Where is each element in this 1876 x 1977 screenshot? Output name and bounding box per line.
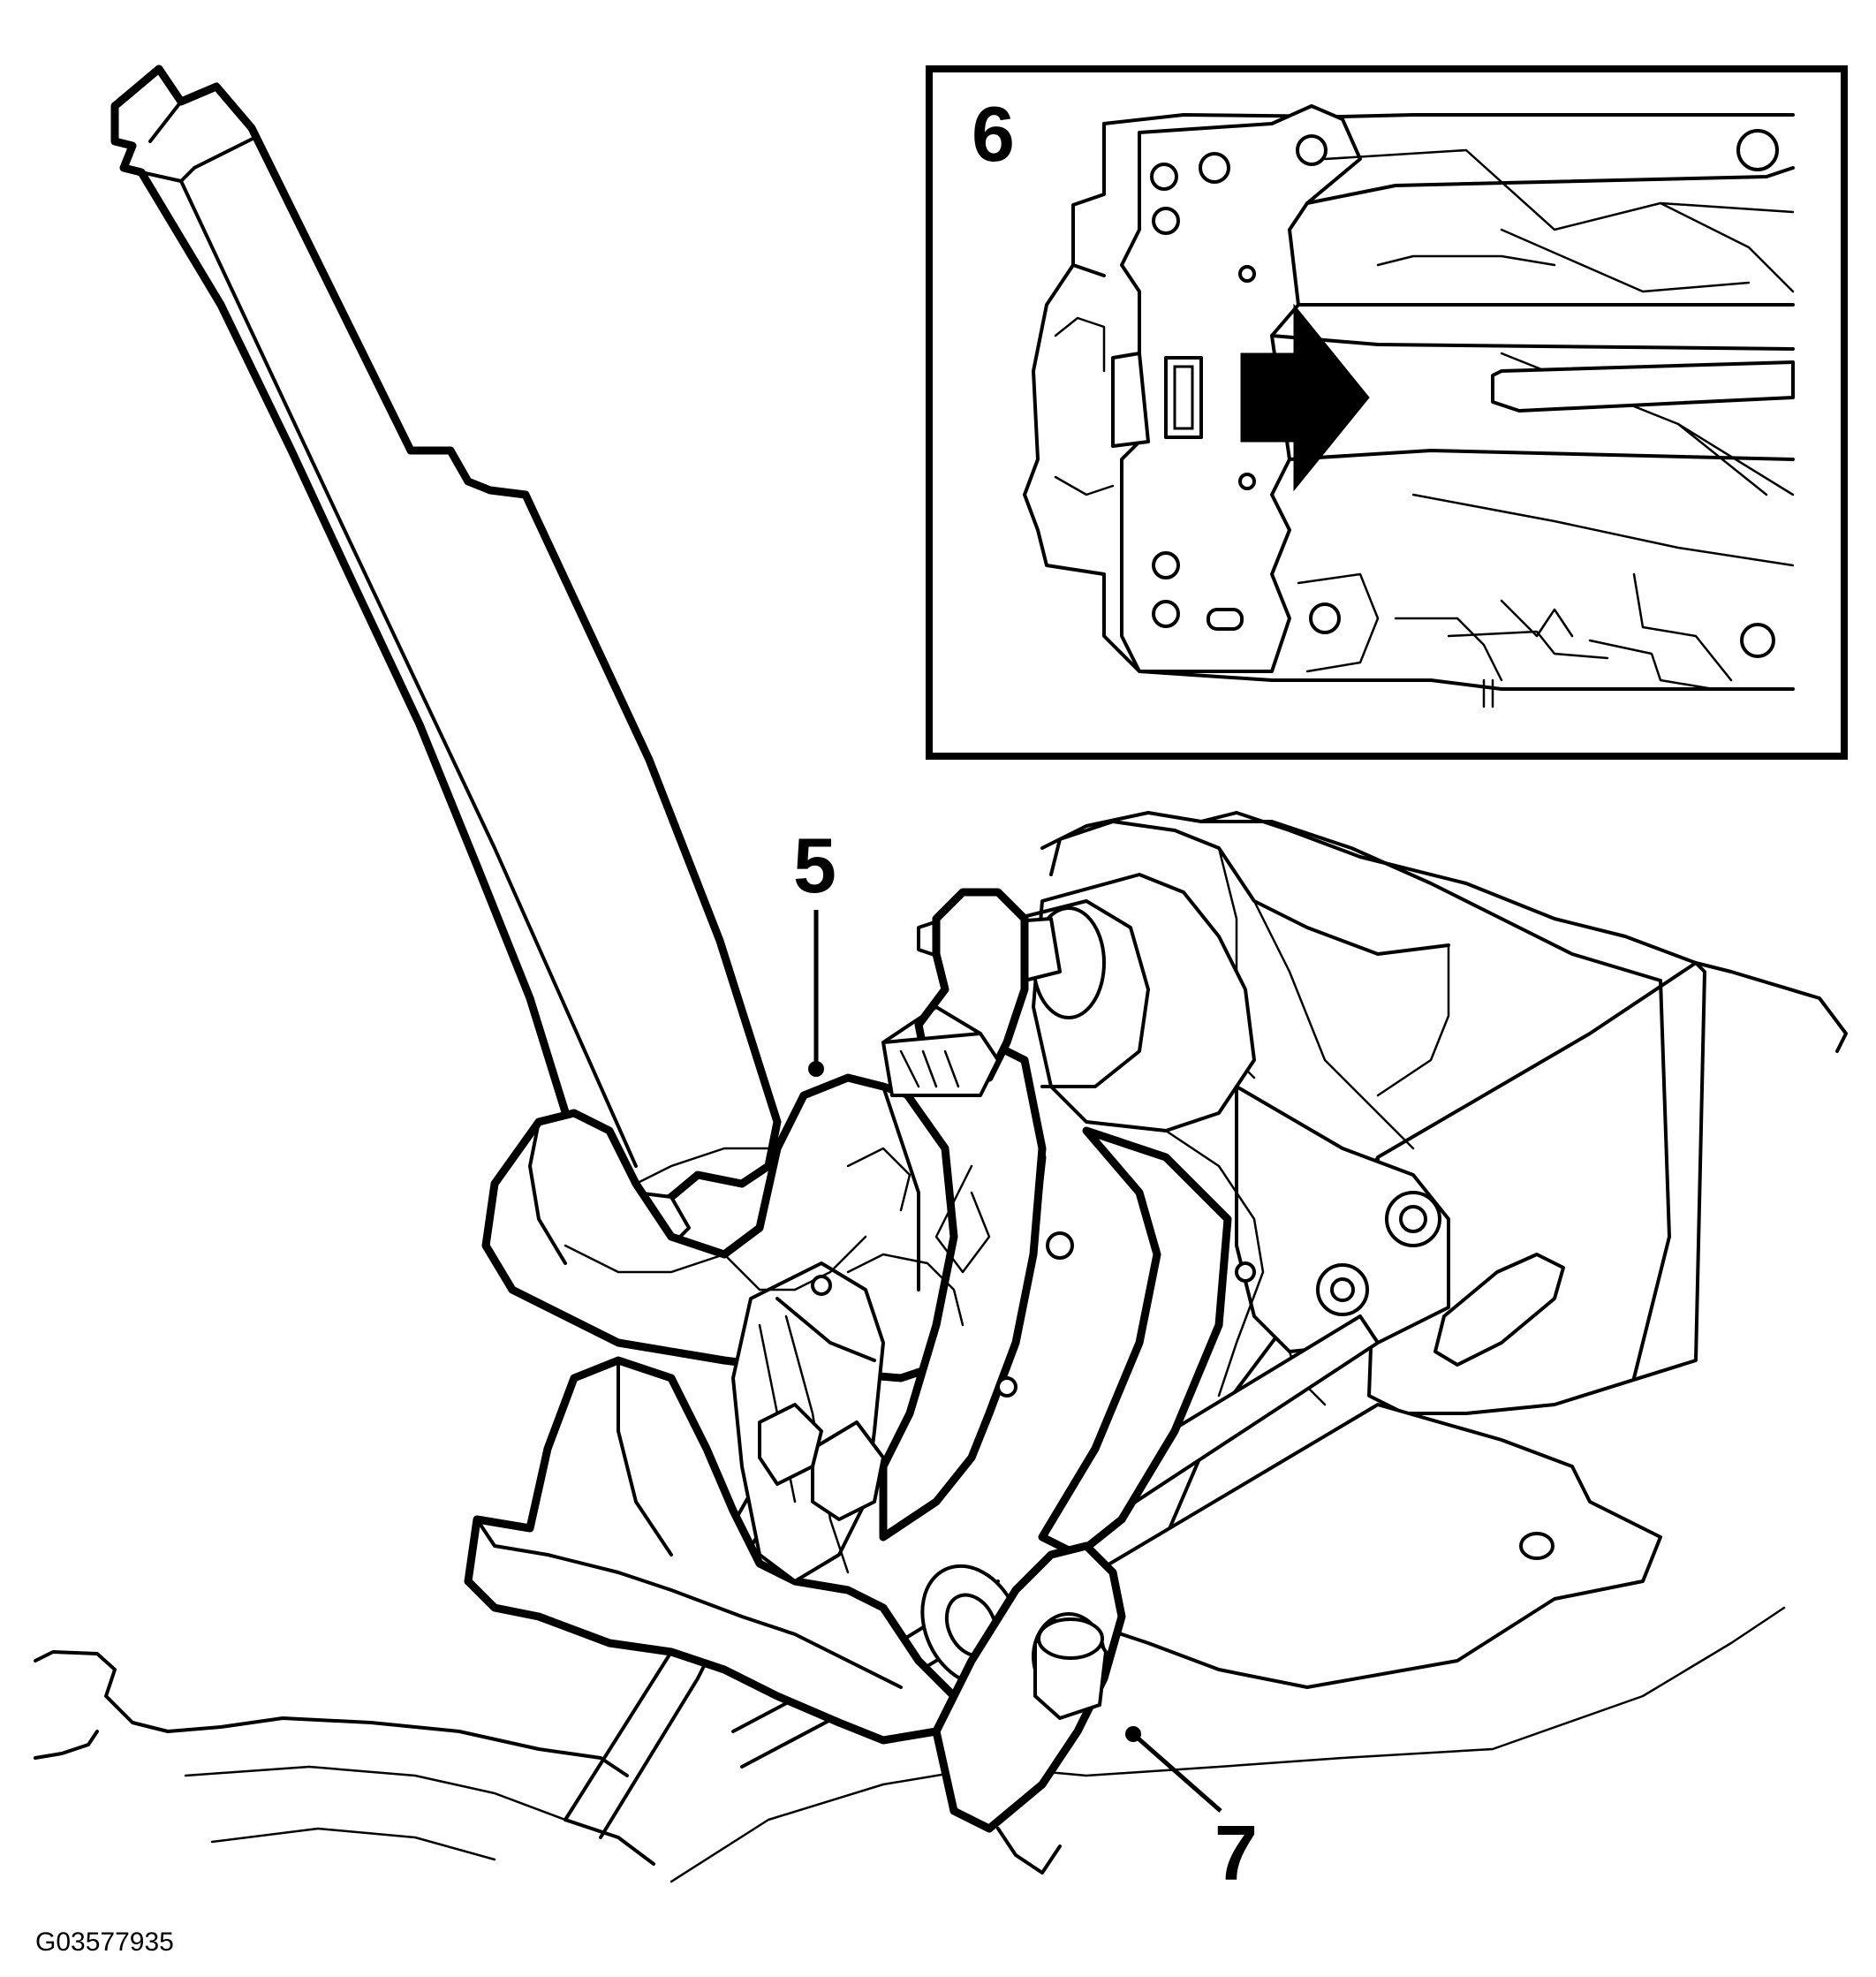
inset-detail-panel: 6 (926, 65, 1848, 760)
parking-brake-lever-handle (110, 64, 782, 1247)
callout-5-label: 5 (793, 822, 836, 909)
callout-6-label: 6 (972, 90, 1015, 178)
callout-5: 5 (793, 822, 836, 1077)
direction-arrow-icon (1240, 303, 1370, 492)
callout-7: 7 (1125, 1726, 1258, 1897)
brake-mechanism-housing (464, 888, 1232, 1875)
inset-frame (926, 65, 1848, 760)
floor-panel (34, 811, 1848, 1883)
figure-id-label: G03577935 (35, 1928, 174, 1957)
inset-mechanism (1023, 104, 1795, 708)
callout-7-label: 7 (1214, 1809, 1258, 1897)
actuator-motor (917, 873, 1450, 1406)
